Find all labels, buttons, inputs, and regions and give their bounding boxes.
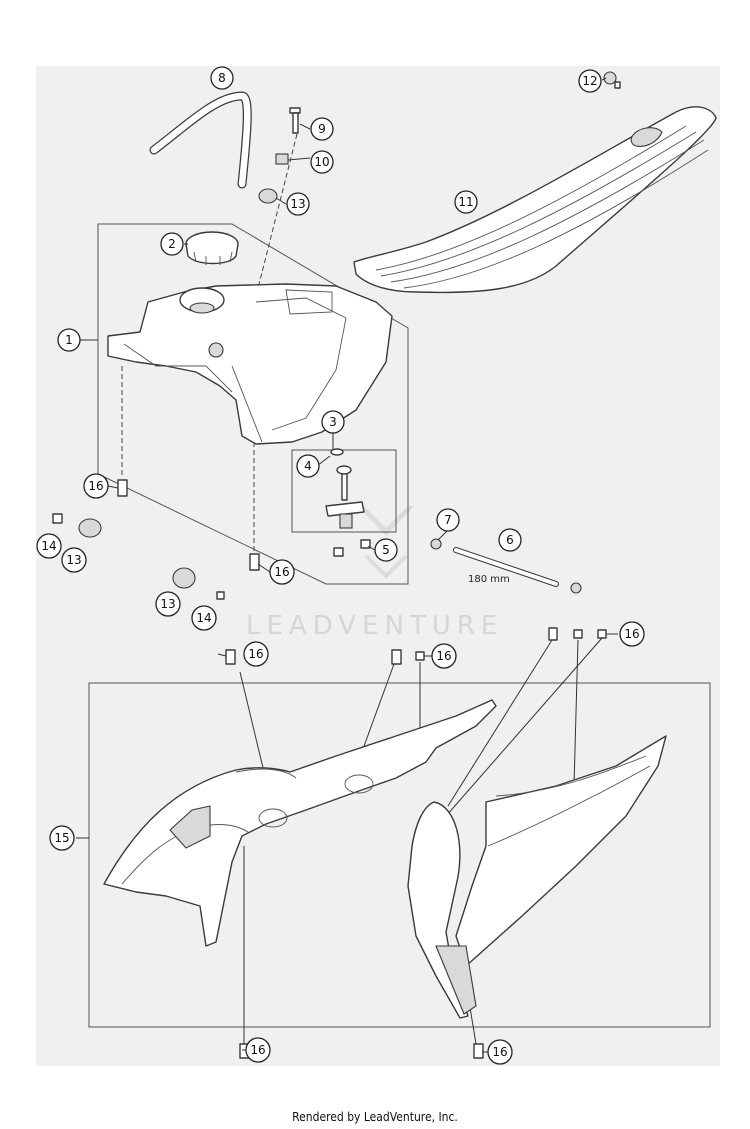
svg-text:12: 12: [582, 74, 597, 88]
svg-text:13: 13: [290, 197, 305, 211]
callout-16: 16: [245, 1037, 271, 1063]
callout-9: 9: [310, 117, 334, 141]
callout-16: 16: [83, 473, 109, 499]
parts-diagram: LEADVENTURE: [36, 66, 720, 1066]
tap-screws: [333, 539, 371, 557]
fuel-filler-cap: [185, 231, 239, 265]
svg-text:16: 16: [250, 1043, 265, 1057]
fuel-hose: 180 mm: [430, 538, 582, 594]
svg-text:15: 15: [54, 831, 69, 845]
seat-screw: [603, 71, 621, 89]
callout-4: 4: [296, 454, 320, 478]
callout-16: 16: [243, 641, 269, 667]
footer-credit: Rendered by LeadVenture, Inc.: [292, 1110, 458, 1124]
svg-text:7: 7: [444, 513, 452, 527]
svg-text:16: 16: [248, 647, 263, 661]
callout-12: 12: [578, 69, 602, 93]
tap-assembly-frame: [291, 432, 397, 533]
svg-text:9: 9: [318, 122, 326, 136]
svg-text:10: 10: [314, 155, 329, 169]
svg-text:4: 4: [304, 459, 312, 473]
vent-hose: [149, 91, 252, 189]
callout-10: 10: [310, 150, 334, 174]
spoiler-bottom-bolts: [239, 1043, 484, 1059]
svg-text:13: 13: [66, 553, 81, 567]
callout-13: 13: [155, 591, 181, 617]
callout-13: 13: [286, 192, 310, 216]
callout-14: 14: [191, 605, 217, 631]
svg-text:3: 3: [329, 415, 337, 429]
hose-bolt-stack: [253, 107, 301, 305]
callout-leaders: [107, 77, 618, 1053]
callout-16: 16: [269, 559, 295, 585]
callout-14: 14: [36, 533, 62, 559]
left-spoiler: [103, 699, 497, 947]
svg-text:16: 16: [492, 1045, 507, 1059]
right-spoiler: [407, 735, 667, 1019]
svg-text:13: 13: [160, 597, 175, 611]
callout-8: 8: [210, 66, 234, 90]
callout-16: 16: [487, 1039, 513, 1065]
svg-text:16: 16: [88, 479, 103, 493]
left-grommet-set: [52, 513, 102, 538]
svg-text:11: 11: [458, 195, 473, 209]
fuel-tank: [107, 283, 393, 445]
seat: [353, 106, 717, 294]
callout-13: 13: [61, 547, 87, 573]
spoiler-leader-lines: [239, 637, 603, 1045]
callout-15: 15: [49, 825, 75, 851]
fuel-tap: [325, 448, 365, 529]
watermark: LEADVENTURE: [246, 506, 503, 641]
callout-1: 1: [57, 328, 81, 352]
tank-bolts: [117, 479, 260, 571]
callout-16: 16: [431, 643, 457, 669]
svg-text:5: 5: [382, 543, 390, 557]
watermark-text: LEADVENTURE: [246, 611, 503, 641]
callout-11: 11: [454, 190, 478, 214]
svg-text:2: 2: [168, 237, 176, 251]
callout-6: 6: [498, 528, 522, 552]
svg-text:1: 1: [65, 333, 73, 347]
hose-length-label: 180 mm: [468, 574, 510, 585]
callout-7: 7: [436, 508, 460, 532]
spoiler-assembly-frame: [76, 682, 711, 1028]
callout-5: 5: [374, 538, 398, 562]
svg-text:8: 8: [218, 71, 226, 85]
svg-text:16: 16: [274, 565, 289, 579]
callout-2: 2: [160, 232, 184, 256]
svg-text:14: 14: [41, 539, 56, 553]
callout-3: 3: [321, 410, 345, 434]
svg-text:14: 14: [196, 611, 211, 625]
svg-text:16: 16: [624, 627, 639, 641]
svg-text:6: 6: [506, 533, 514, 547]
callout-16: 16: [619, 621, 645, 647]
lower-grommet-set: [172, 567, 225, 600]
svg-text:16: 16: [436, 649, 451, 663]
